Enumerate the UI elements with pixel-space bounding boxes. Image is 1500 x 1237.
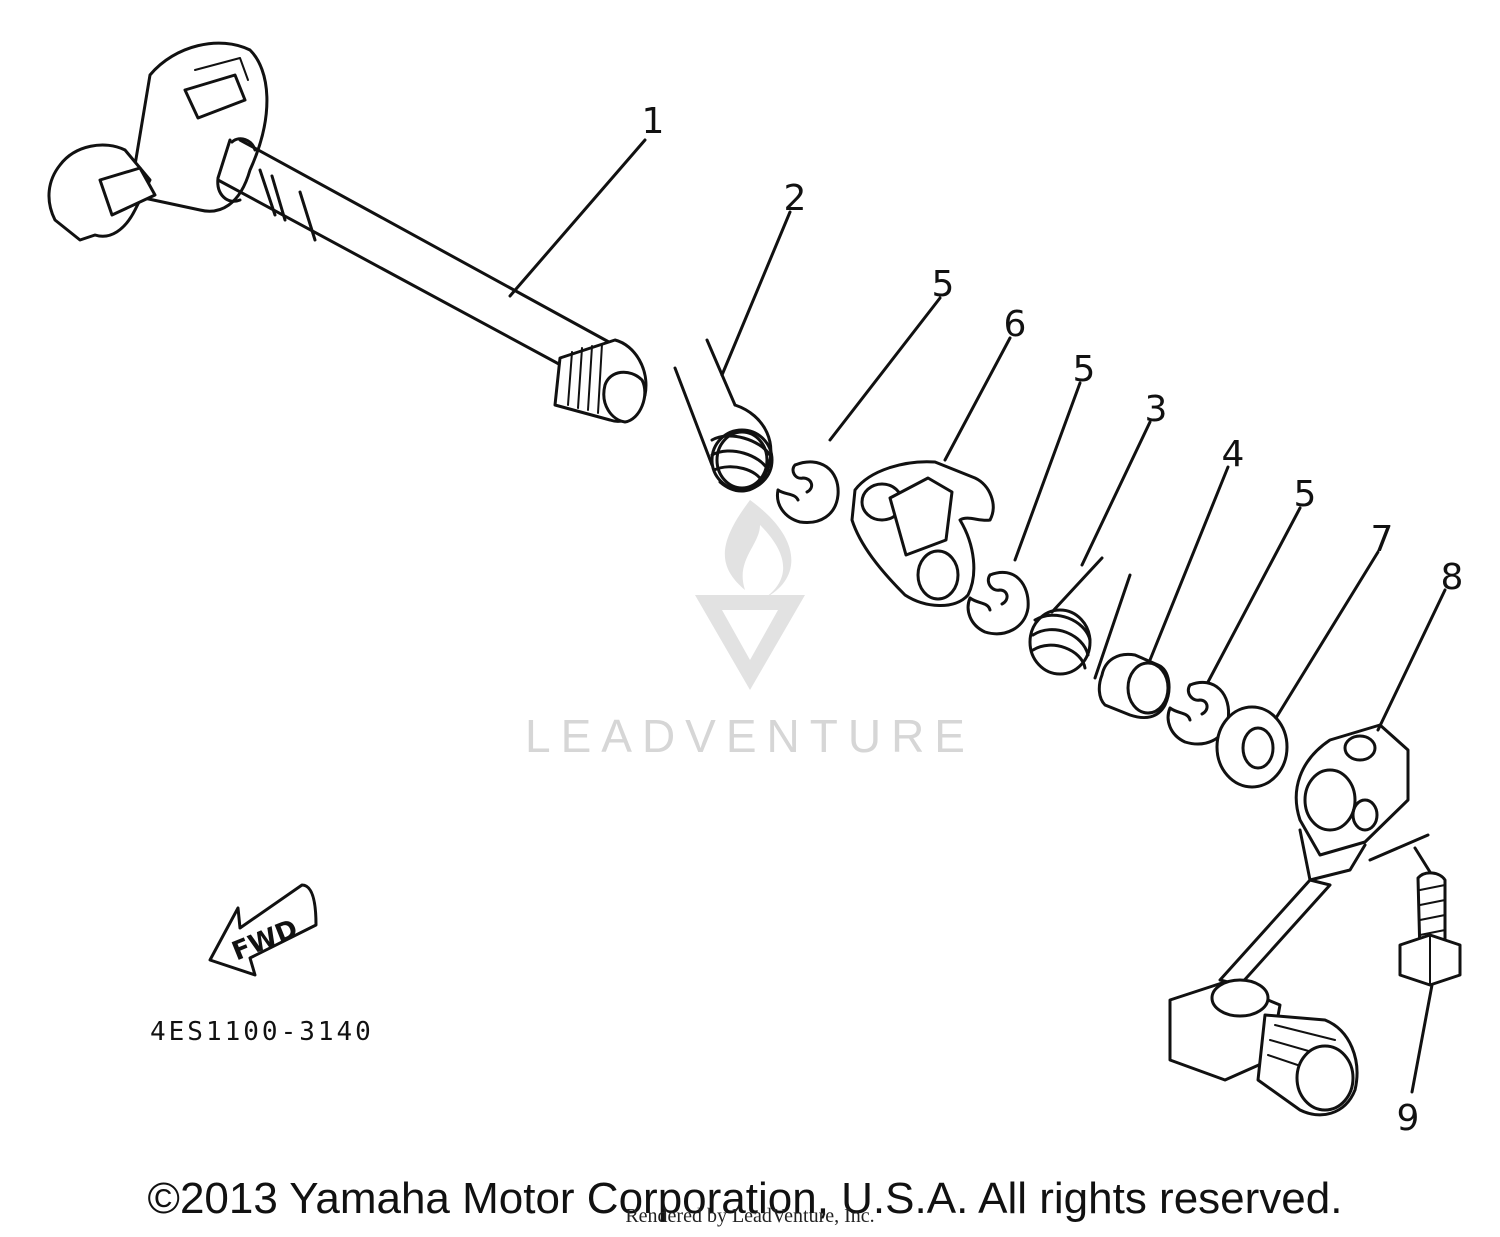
watermark: LEADVENTURE — [525, 500, 975, 762]
watermark-flame-icon — [724, 500, 792, 598]
callout-7: 7 — [1371, 519, 1394, 560]
callout-5c: 5 — [1294, 474, 1317, 515]
part-1-shift-shaft — [47, 41, 648, 424]
callout-5b: 5 — [1073, 349, 1096, 390]
fwd-arrow-icon — [208, 883, 318, 977]
copyright-notice: ©2013 Yamaha Motor Corporation, U.S.A. A… — [148, 1174, 1343, 1223]
fwd-arrow: FWD — [208, 883, 318, 977]
leader-5b — [1013, 381, 1082, 562]
leader-7 — [1274, 550, 1380, 720]
part-5-circlip-c — [1166, 681, 1231, 746]
part-5-circlip-b — [966, 570, 1030, 636]
callout-6: 6 — [1004, 304, 1027, 345]
leader-2 — [720, 210, 792, 377]
part-5-circlip-a — [775, 460, 840, 525]
part-7-washer — [1215, 705, 1289, 789]
callouts: 1 2 5 6 5 3 4 5 7 8 9 — [642, 101, 1464, 1139]
leader-5c — [1206, 506, 1302, 684]
leader-9 — [1410, 983, 1434, 1094]
leader-1 — [508, 138, 647, 298]
callout-2: 2 — [784, 178, 807, 219]
callout-3: 3 — [1145, 389, 1168, 430]
watermark-text: LEADVENTURE — [525, 710, 975, 762]
part-3-spring — [1028, 556, 1132, 680]
callout-1: 1 — [642, 101, 665, 142]
callout-9: 9 — [1397, 1098, 1420, 1139]
part-8-shift-pedal — [1168, 723, 1432, 1117]
part-2-spring — [673, 338, 774, 493]
callout-4: 4 — [1222, 434, 1245, 475]
callout-5a: 5 — [932, 264, 955, 305]
leader-lines — [508, 138, 1447, 1094]
rendered-by-notice: Rendered by LeadVenture, Inc. — [625, 1205, 874, 1227]
watermark-v-icon — [695, 595, 805, 690]
leader-5a — [828, 296, 942, 442]
leader-4 — [1148, 465, 1230, 662]
callout-8: 8 — [1441, 557, 1464, 598]
leader-3 — [1080, 420, 1152, 567]
leader-6 — [943, 336, 1012, 462]
diagram-code: 4ES1100-3140 — [150, 1017, 374, 1047]
part-9-bolt — [1398, 871, 1462, 987]
part-6-plate — [850, 460, 995, 607]
part-4-collar — [1097, 652, 1171, 719]
leader-8 — [1376, 588, 1447, 732]
